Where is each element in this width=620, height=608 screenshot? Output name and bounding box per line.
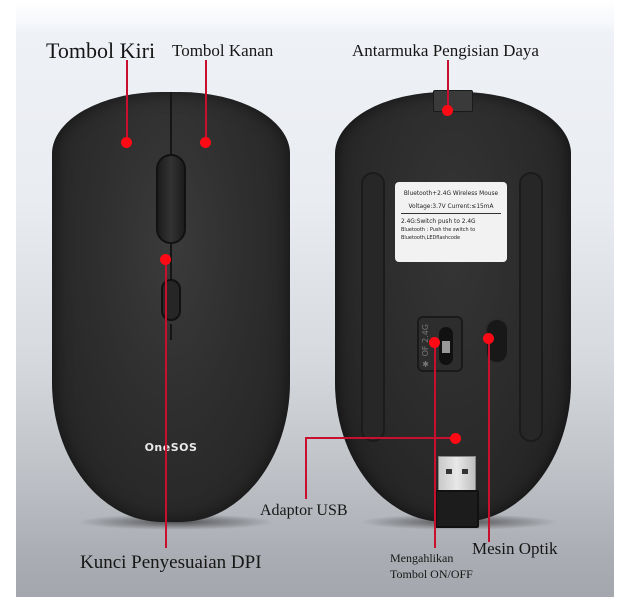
glide-rail-right [519,172,543,442]
mouse-top-shadow [76,514,276,530]
marker-usb [450,433,461,444]
button-seam [170,92,172,156]
leader-line-right-button [205,60,207,142]
label-optical-engine: Mesin Optik [472,539,558,558]
marker-dpi-key [160,254,171,265]
label-right-button: Tombol Kanan [172,41,274,60]
button-seam [170,242,172,282]
sticker-title: Bluetooth+2.4G Wireless Mouse [403,189,499,197]
brand-logo: OneSOS [144,441,198,454]
marker-optical [483,333,494,344]
label-switch-line1: Mengahlikan [390,551,454,565]
marker-right-button [200,137,211,148]
usb-receiver-housing [435,490,479,528]
charging-port [433,90,473,112]
switch-markings: ✱ OF 2.4G [421,324,430,368]
label-switch-line2: Tombol ON/OFF [390,567,473,581]
switch-slot [439,327,453,365]
label-usb-adapter: Adaptor USB [260,502,348,519]
leader-line-dpi-key [165,258,167,548]
usb-contact-hole [446,469,452,474]
sticker-power: Voltage:3.7V Current:≤15mA [401,202,501,214]
mouse-bottom-view: Bluetooth+2.4G Wireless Mouse Voltage:3.… [335,90,571,528]
product-diagram-panel: OneSOS Bluetooth+2.4G Wireless Mouse Vol… [16,0,614,597]
sticker-instruction-1: 2.4G:Switch push to 2.4G [401,217,476,225]
sticker-instruction-3: Bluetooth,LEDflashcode [401,235,461,241]
usb-contact-hole [462,469,468,474]
sticker-instruction-2: Bluetooth : Push the switch to [401,227,476,233]
leader-line-usb-h [305,437,455,439]
label-charging-port: Antarmuka Pengisian Daya [352,41,539,60]
leader-line-charging-port [447,60,449,110]
marker-switch [429,337,440,348]
mode-switch: ✱ OF 2.4G [417,316,463,372]
marker-charging-port [442,105,453,116]
button-seam [170,324,172,340]
switch-knob [442,341,450,353]
leader-line-usb-v [305,437,307,499]
leader-line-left-button [126,60,128,142]
spec-sticker: Bluetooth+2.4G Wireless Mouse Voltage:3.… [395,182,507,262]
label-dpi-key: Kunci Penyesuaian DPI [80,552,262,573]
glide-rail-left [361,172,385,442]
leader-line-optical [488,338,490,542]
label-left-button: Tombol Kiri [46,38,156,63]
leader-line-switch [434,342,436,548]
mouse-top-view: OneSOS [52,92,290,522]
scroll-wheel [156,154,186,244]
dpi-button [161,279,181,321]
marker-left-button [121,137,132,148]
